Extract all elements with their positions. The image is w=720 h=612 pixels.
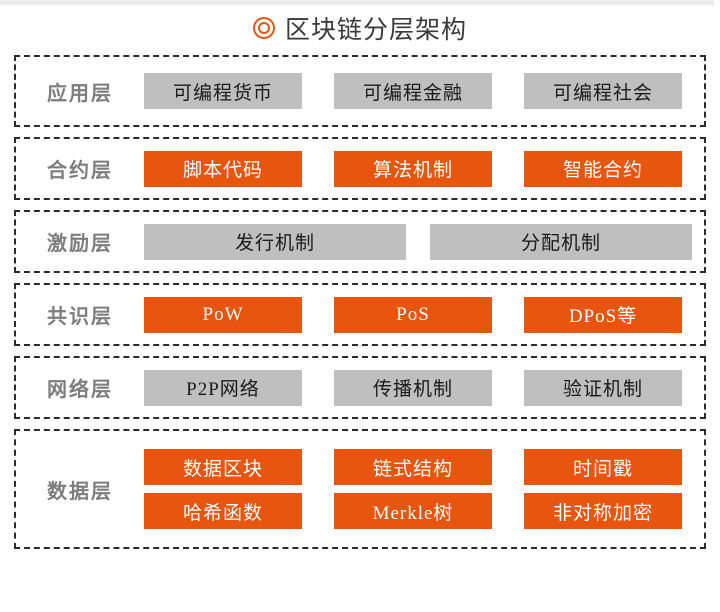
layer-label-consensus: 共识层: [47, 306, 113, 328]
cell-network-3[interactable]: 验证机制: [524, 369, 682, 406]
layer-network[interactable]: 网络层 P2P网络 传播机制 验证机制: [14, 356, 706, 419]
layer-label-contract: 合约层: [47, 160, 113, 182]
cell-application-1[interactable]: 可编程货币: [144, 73, 302, 109]
cell-network-1[interactable]: P2P网络: [144, 369, 302, 406]
layer-label-network: 网络层: [47, 379, 113, 401]
cell-consensus-3[interactable]: DPoS等: [524, 296, 682, 333]
cell-contract-3[interactable]: 智能合约: [524, 150, 682, 187]
layer-cells-application: 可编程货币 可编程金融 可编程社会: [144, 73, 704, 109]
cell-data-3[interactable]: 时间戳: [524, 449, 682, 485]
layer-contract[interactable]: 合约层 脚本代码 算法机制 智能合约: [14, 137, 706, 200]
page-title: 区块链分层架构: [0, 9, 720, 47]
layer-label-data: 数据层: [47, 480, 113, 503]
cell-consensus-1[interactable]: PoW: [144, 296, 302, 333]
layer-incentive[interactable]: 激励层 发行机制 分配机制: [14, 210, 706, 273]
layer-application[interactable]: 应用层 可编程货币 可编程金融 可编程社会: [14, 55, 706, 127]
layer-label-application: 应用层: [47, 82, 113, 105]
layer-cells-incentive: 发行机制 分配机制: [144, 223, 704, 260]
cell-application-3[interactable]: 可编程社会: [524, 73, 682, 109]
layer-cells-contract: 脚本代码 算法机制 智能合约: [144, 150, 704, 187]
layer-consensus[interactable]: 共识层 PoW PoS DPoS等: [14, 283, 706, 346]
cell-incentive-2[interactable]: 分配机制: [430, 223, 692, 260]
layer-cells-consensus: PoW PoS DPoS等: [144, 296, 704, 333]
cell-data-4[interactable]: 哈希函数: [144, 493, 302, 529]
cell-contract-2[interactable]: 算法机制: [334, 150, 492, 187]
cell-data-2[interactable]: 链式结构: [334, 449, 492, 485]
layer-cells-data-row2: 哈希函数 Merkle树 非对称加密: [144, 493, 704, 529]
cell-consensus-2[interactable]: PoS: [334, 296, 492, 333]
cell-contract-1[interactable]: 脚本代码: [144, 150, 302, 187]
cell-application-2[interactable]: 可编程金融: [334, 73, 492, 109]
double-circle-icon: [252, 17, 275, 39]
layer-cells-network: P2P网络 传播机制 验证机制: [144, 369, 704, 406]
layer-cells-data-row1: 数据区块 链式结构 时间戳: [144, 449, 704, 485]
cell-data-6[interactable]: 非对称加密: [524, 493, 682, 529]
page-title-text: 区块链分层架构: [284, 17, 467, 44]
layer-label-incentive: 激励层: [47, 233, 113, 255]
cell-incentive-1[interactable]: 发行机制: [144, 223, 406, 260]
layer-stack: 应用层 可编程货币 可编程金融 可编程社会 合约层 脚本代码 算法机制 智能合约…: [14, 55, 706, 559]
layer-data[interactable]: 数据层 数据区块 链式结构 时间戳 哈希函数 Merkle树 非对称加密: [14, 429, 706, 549]
cell-data-1[interactable]: 数据区块: [144, 449, 302, 485]
layer-cells-data: 数据区块 链式结构 时间戳 哈希函数 Merkle树 非对称加密: [144, 443, 704, 535]
cell-data-5[interactable]: Merkle树: [334, 493, 492, 529]
cell-network-2[interactable]: 传播机制: [334, 369, 492, 406]
top-accent-bar: [0, 0, 714, 7]
